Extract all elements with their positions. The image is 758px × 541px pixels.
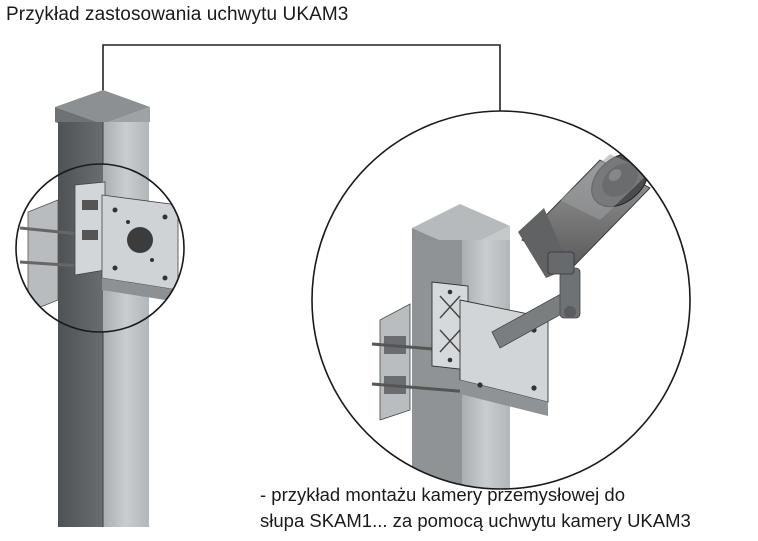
- caption-line-1: - przykład montażu kamery przemysłowej d…: [260, 484, 625, 505]
- page-title: Przykład zastosowania uchwytu UKAM3: [6, 4, 349, 25]
- small-detail-circle: [15, 163, 185, 333]
- caption-line-2: słupa SKAM1... za pomocą uchwytu kamery …: [260, 510, 691, 531]
- caption: - przykład montażu kamery przemysłowej d…: [260, 482, 691, 534]
- big-detail-circle: [311, 110, 691, 490]
